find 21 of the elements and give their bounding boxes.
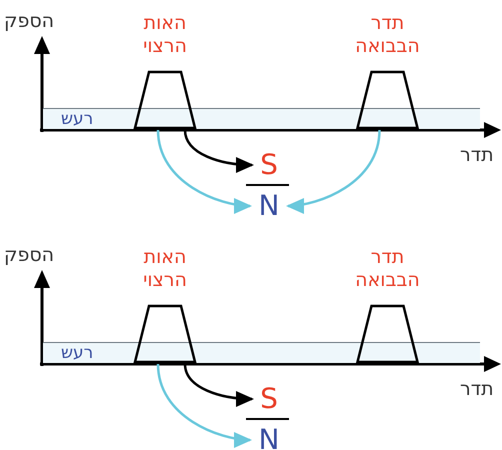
signal-symbol: S bbox=[254, 382, 284, 416]
axis-title: הספק bbox=[4, 244, 54, 266]
arrow bbox=[184, 364, 254, 407]
signal-symbol: S bbox=[254, 148, 284, 182]
arrow bbox=[184, 130, 254, 173]
noise-band bbox=[43, 342, 480, 363]
noise-band bbox=[43, 108, 480, 129]
band-heading: האות הרצוי bbox=[142, 246, 188, 292]
arrow bbox=[286, 130, 381, 214]
arrow bbox=[156, 130, 252, 214]
noise-label: רעש bbox=[61, 343, 94, 363]
axis-title: תדר bbox=[460, 144, 494, 166]
axis-title: הספק bbox=[4, 10, 54, 32]
noise-symbol: N bbox=[252, 424, 286, 450]
noise-symbol: N bbox=[252, 190, 286, 222]
noise-label: רעש bbox=[61, 109, 94, 129]
axis-title: תדר bbox=[460, 378, 494, 400]
band-heading: תדר הבבואה bbox=[354, 12, 421, 58]
arrow bbox=[156, 364, 252, 448]
band-heading: תדר הבבואה bbox=[354, 246, 421, 292]
band-heading: האות הרצוי bbox=[142, 12, 188, 58]
